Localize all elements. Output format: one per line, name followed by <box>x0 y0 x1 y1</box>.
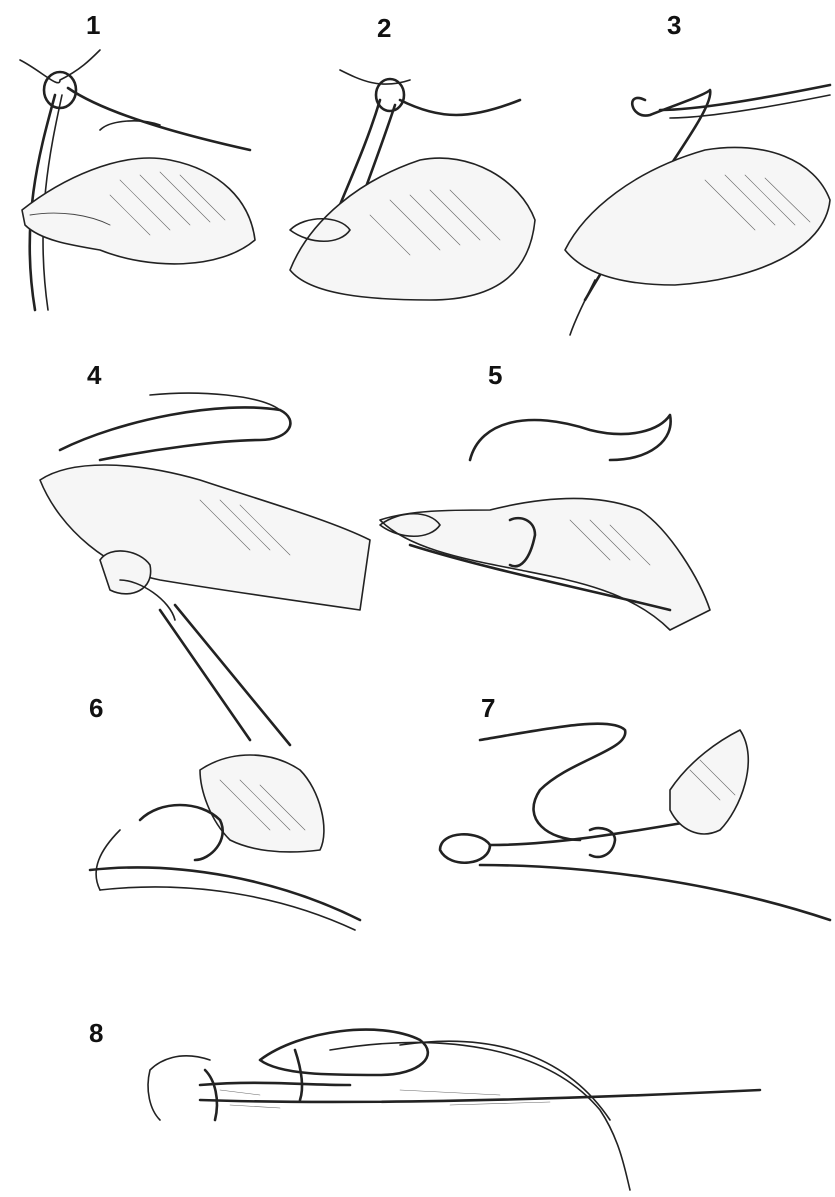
step-2: 2 <box>270 0 560 330</box>
step-7: 7 <box>420 680 835 940</box>
step-3: 3 <box>555 0 835 340</box>
hand-threading-rope-illustration <box>0 0 280 330</box>
finished-knot-illustration <box>0 990 835 1197</box>
step-5: 5 <box>370 350 835 660</box>
hand-pulling-loop-illustration <box>270 0 560 330</box>
step-1: 1 <box>0 0 280 330</box>
step-6: 6 <box>0 680 370 940</box>
fingers-tucking-end-illustration <box>0 680 370 940</box>
step-8: 8 <box>0 990 835 1197</box>
hand-wrapping-rope-illustration <box>370 350 835 660</box>
hand-pulling-knot-illustration <box>420 680 835 940</box>
hand-forming-loop-illustration <box>555 0 835 340</box>
